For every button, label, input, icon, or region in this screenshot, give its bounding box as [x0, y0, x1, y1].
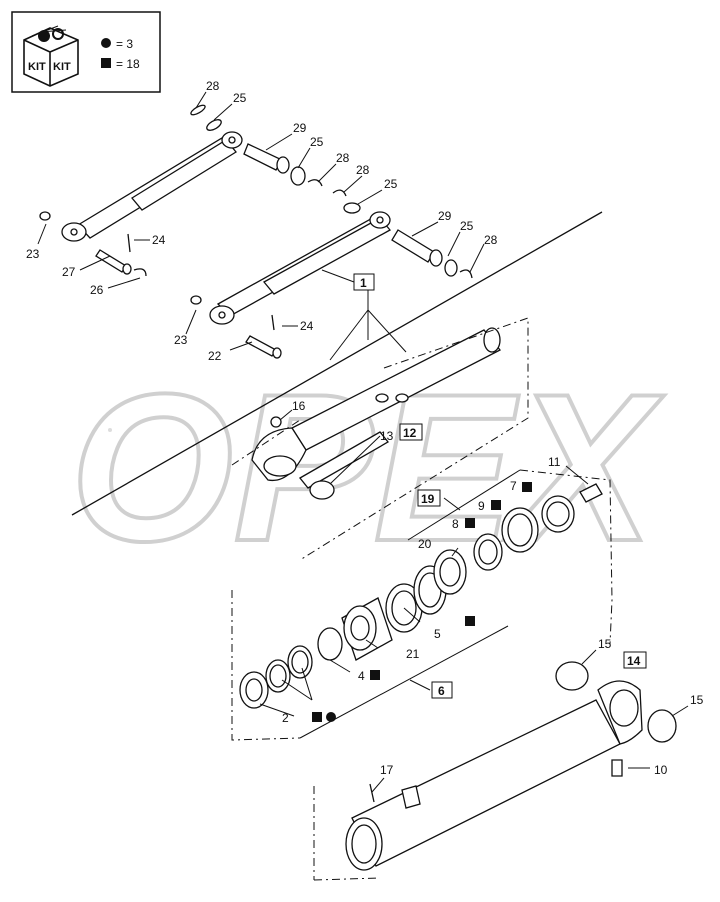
callout-13: 13	[380, 429, 394, 443]
callout-10: 10	[654, 763, 668, 777]
square-marker-icon	[312, 712, 322, 722]
callout-28: 28	[484, 233, 498, 247]
circle-symbol-icon	[101, 38, 111, 48]
circle-marker-icon	[326, 712, 336, 722]
callout-25: 25	[460, 219, 474, 233]
callout-23: 23	[26, 247, 40, 261]
callout-16: 16	[292, 399, 306, 413]
callout-21: 21	[406, 647, 420, 661]
callout-28: 28	[336, 151, 350, 165]
callout-20: 20	[418, 537, 432, 551]
upper-cylinder-assembly	[39, 104, 361, 277]
square-marker-icon	[370, 670, 380, 680]
callout-29: 29	[293, 121, 307, 135]
callout-28: 28	[356, 163, 370, 177]
callout-28: 28	[206, 79, 220, 93]
cylinder-barrel-14	[345, 661, 677, 871]
watermark-text: OPEX	[70, 350, 664, 585]
kit-label-left: KIT	[28, 61, 46, 73]
callout-11: 11	[548, 455, 561, 469]
assembly-1-leaders	[321, 269, 407, 361]
enclosure-upper-dashed	[231, 317, 529, 561]
callout-leaders	[37, 91, 689, 793]
callout-23: 23	[174, 333, 188, 347]
callout-29: 29	[438, 209, 452, 223]
boxed-label-6: 6	[438, 684, 445, 698]
callout-15: 15	[690, 693, 704, 707]
circle-count: = 3	[116, 37, 133, 51]
kit-box-icon: KIT KIT	[23, 25, 79, 87]
kit-markers	[312, 482, 532, 722]
section-divider-line	[71, 211, 603, 516]
square-marker-icon	[491, 500, 501, 510]
square-marker-icon	[465, 518, 475, 528]
callout-27: 27	[62, 265, 76, 279]
kit-legend: KIT KIT = 3 = 18	[11, 11, 161, 93]
callout-25: 25	[384, 177, 398, 191]
callout-9: 9	[478, 499, 485, 513]
boxed-label-19: 19	[421, 492, 435, 506]
callout-26: 26	[90, 283, 104, 297]
boxed-label-1: 1	[360, 276, 367, 290]
opex-watermark: OPEX	[68, 348, 666, 587]
square-marker-icon	[465, 616, 475, 626]
callout-15: 15	[598, 637, 612, 651]
callout-5: 5	[434, 627, 441, 641]
barrel-and-rod	[251, 327, 502, 500]
square-marker-icon	[522, 482, 532, 492]
enclosure-barrel-dashed	[313, 786, 381, 881]
callout-labels: 28 25 29 25 28 28 25 23 24 27 26 29 25 2…	[26, 79, 704, 777]
enclosure-lower-dashed	[231, 469, 613, 741]
seal-kit-parts	[239, 483, 603, 709]
boxed-label-12: 12	[403, 426, 417, 440]
callout-17: 17	[380, 763, 394, 777]
callout-25: 25	[310, 135, 324, 149]
callout-7: 7	[510, 479, 517, 493]
kit-label-right: KIT	[53, 61, 71, 73]
square-count: = 18	[116, 57, 140, 71]
callout-22: 22	[208, 349, 222, 363]
callout-2: 2	[282, 711, 289, 725]
callout-8: 8	[452, 517, 459, 531]
callout-25: 25	[233, 91, 247, 105]
callout-24: 24	[300, 319, 314, 333]
callout-4: 4	[358, 669, 365, 683]
middle-cylinder-assembly	[190, 211, 473, 359]
callout-24: 24	[152, 233, 166, 247]
boxed-label-14: 14	[627, 654, 641, 668]
square-symbol-icon	[101, 58, 111, 68]
boxed-labels: 1 12 19 6 14	[353, 273, 647, 699]
